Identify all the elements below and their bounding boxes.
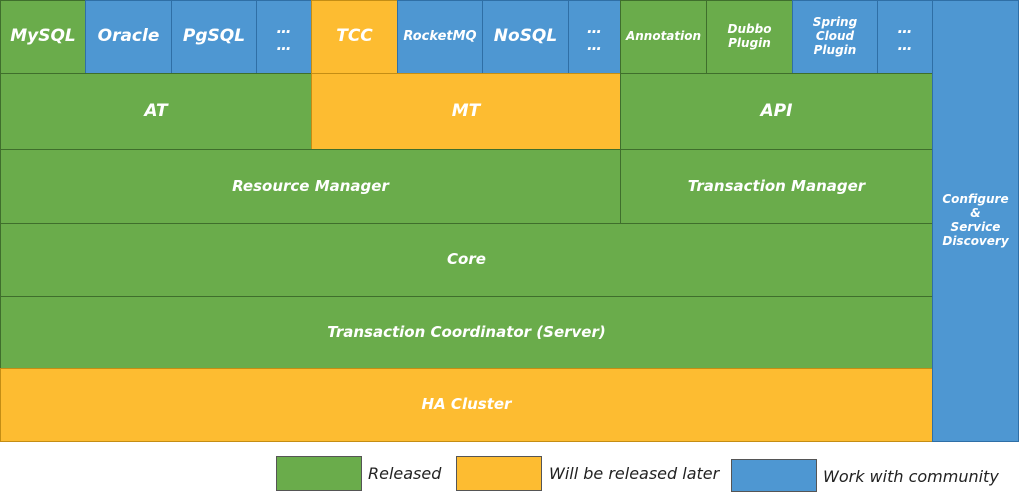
box-tcc: TCC [311, 0, 398, 74]
box-core: Core [0, 223, 933, 297]
box-more-mq: … … [568, 0, 621, 74]
legend-swatch-later [456, 456, 542, 491]
label-tcc: TCC [336, 26, 373, 47]
label-transaction-coordinator: Transaction Coordinator (Server) [327, 322, 606, 341]
legend-swatch-community [731, 459, 817, 492]
legend-swatch-released [276, 456, 362, 491]
label-more-db: … … [276, 18, 292, 54]
label-ha-cluster: HA Cluster [421, 395, 512, 414]
label-configure-service-discovery: Configure & Service Discovery [942, 192, 1009, 248]
box-mt: MT [311, 73, 621, 150]
box-ha-cluster: HA Cluster [0, 368, 933, 442]
box-configure-service-discovery: Configure & Service Discovery [932, 0, 1019, 442]
box-api: API [620, 73, 933, 150]
label-at: AT [144, 100, 168, 121]
label-mysql: MySQL [10, 26, 76, 47]
label-core: Core [447, 250, 486, 269]
label-rocketmq: RocketMQ [403, 28, 477, 44]
box-pgsql: PgSQL [171, 0, 257, 74]
label-mt: MT [451, 100, 481, 121]
label-transaction-manager: Transaction Manager [687, 176, 866, 195]
legend-label-later: Will be released later [549, 464, 720, 483]
box-annotation: Annotation [620, 0, 707, 74]
box-more-db: … … [256, 0, 312, 74]
box-spring-cloud-plugin: Spring Cloud Plugin [792, 0, 878, 74]
box-rocketmq: RocketMQ [397, 0, 483, 74]
label-pgsql: PgSQL [182, 26, 246, 47]
box-nosql: NoSQL [482, 0, 569, 74]
legend-label-released: Released [368, 464, 442, 483]
label-api: API [760, 100, 793, 121]
box-resource-manager: Resource Manager [0, 149, 621, 224]
box-oracle: Oracle [85, 0, 172, 74]
label-dubbo-plugin: Dubbo Plugin [727, 22, 772, 50]
box-transaction-manager: Transaction Manager [620, 149, 933, 224]
label-spring-cloud-plugin: Spring Cloud Plugin [812, 15, 858, 57]
label-resource-manager: Resource Manager [232, 176, 389, 195]
label-more-mq: … … [587, 18, 602, 54]
box-mysql: MySQL [0, 0, 86, 74]
legend-label-community: Work with community [823, 467, 999, 486]
box-dubbo-plugin: Dubbo Plugin [706, 0, 793, 74]
label-oracle: Oracle [97, 26, 160, 47]
box-more-plugin: … … [877, 0, 933, 74]
box-transaction-coordinator: Transaction Coordinator (Server) [0, 296, 933, 369]
label-nosql: NoSQL [493, 26, 558, 47]
box-at: AT [0, 73, 312, 150]
label-more-plugin: … … [897, 18, 913, 54]
label-annotation: Annotation [625, 29, 702, 44]
